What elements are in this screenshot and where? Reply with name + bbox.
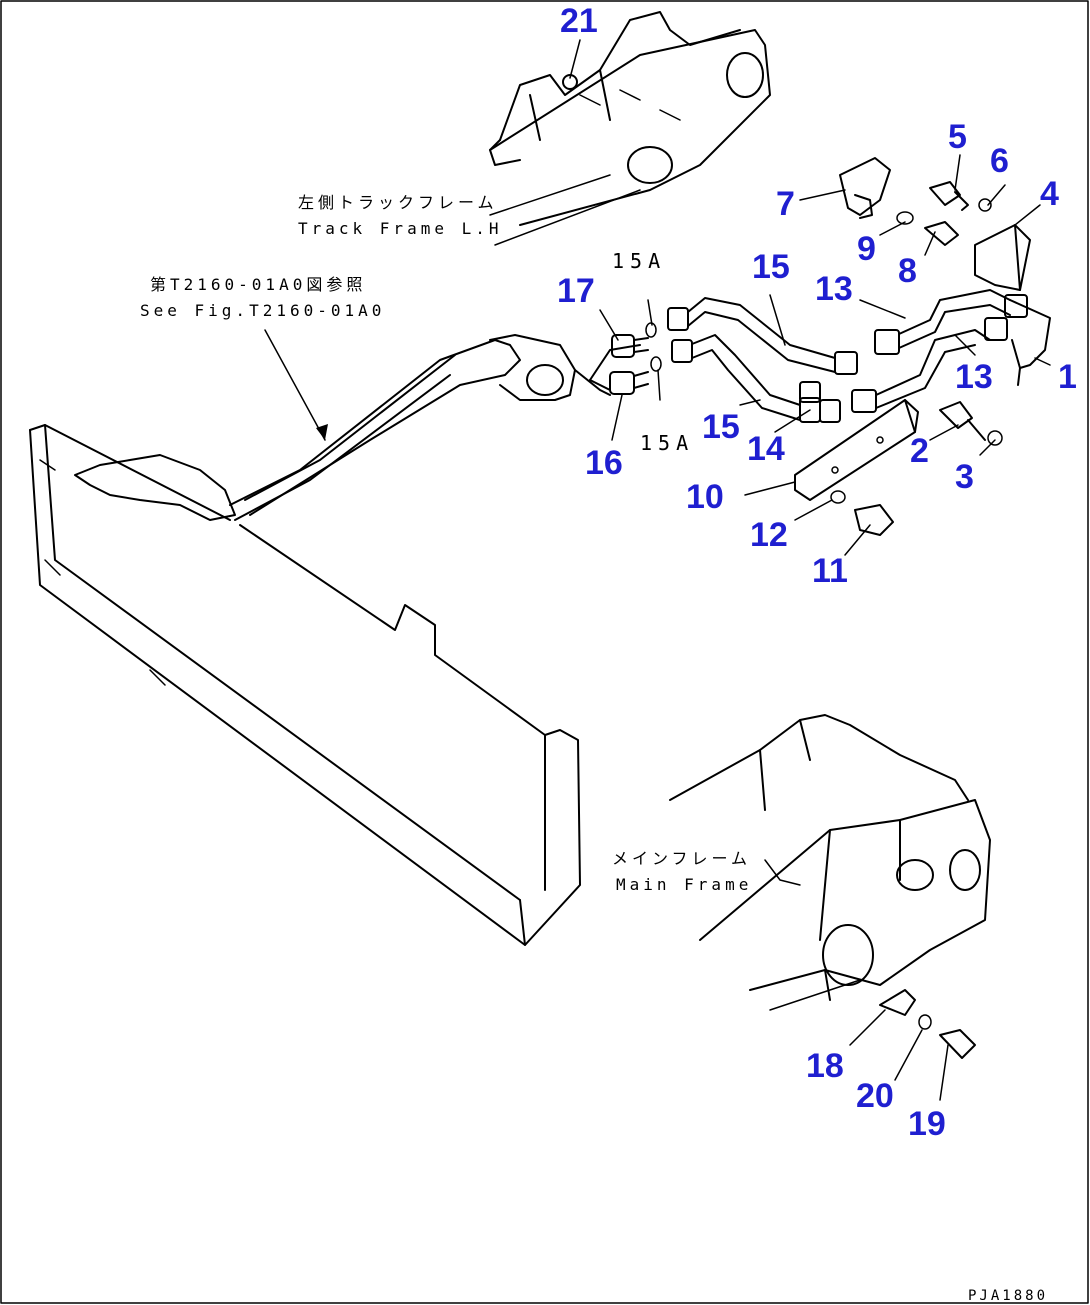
washer-3-drawing — [987, 430, 1003, 446]
plate-hole-1 — [831, 466, 839, 474]
callout-14: 14 — [747, 430, 785, 468]
main-frame-drawing — [669, 714, 991, 1011]
hose-assembly-drawing — [589, 289, 1051, 423]
bolt-5-drawing — [929, 181, 969, 211]
plate-18-drawing — [879, 989, 916, 1016]
callout-1: 1 — [1058, 358, 1077, 396]
callout-16: 16 — [585, 444, 623, 482]
callout-20: 20 — [856, 1077, 894, 1115]
callout-13-lower: 13 — [955, 358, 993, 396]
bolt-2-drawing — [939, 401, 986, 441]
plate-10-edge — [904, 399, 916, 433]
callout-13-upper: 13 — [815, 270, 853, 308]
callout-8: 8 — [898, 252, 917, 290]
subpart-15a-lower: 15A — [640, 431, 694, 455]
see-fig-leader — [264, 329, 326, 441]
clip-7-drawing — [839, 157, 891, 216]
bolt-11-drawing — [854, 504, 894, 536]
drawing-code: PJA1880 — [968, 1288, 1048, 1304]
blade-drawing — [29, 334, 611, 946]
subpart-15a-upper: 15A — [612, 249, 666, 273]
washer-6-drawing — [978, 198, 992, 212]
see-fig-arrow — [316, 424, 328, 440]
callout-10: 10 — [686, 478, 724, 516]
callout-21: 21 — [560, 2, 598, 40]
callout-11: 11 — [812, 552, 848, 590]
callout-2: 2 — [910, 432, 929, 470]
callout-17: 17 — [557, 272, 595, 310]
bolt-19-drawing — [939, 1029, 976, 1059]
callout-18: 18 — [806, 1047, 844, 1085]
callout-4: 4 — [1040, 175, 1059, 213]
track-frame-drawing — [489, 11, 771, 246]
callout-6: 6 — [990, 142, 1009, 180]
bracket-4-drawing — [974, 224, 1031, 291]
track-frame-label-jp: 左側トラックフレーム — [298, 193, 498, 212]
clip-7-detail — [854, 194, 873, 219]
main-frame-label-en: Main Frame — [616, 875, 752, 894]
track-frame-label-en: Track Frame L.H — [298, 219, 503, 238]
callout-12: 12 — [750, 516, 788, 554]
callout-3: 3 — [955, 458, 974, 496]
callout-7: 7 — [776, 185, 795, 223]
bolt-8-drawing — [924, 221, 959, 246]
main-frame-label-jp: メインフレーム — [612, 849, 751, 868]
leader-lines — [569, 39, 1051, 1101]
callout-9: 9 — [857, 230, 876, 268]
washer-9-drawing — [896, 211, 914, 225]
callout-15-lower: 15 — [702, 408, 740, 446]
washer-20-drawing — [918, 1014, 932, 1030]
washer-12-drawing — [830, 490, 846, 504]
bracket-4-edge — [1014, 224, 1021, 291]
plate-hole-2 — [876, 436, 884, 444]
callout-5: 5 — [948, 118, 967, 156]
see-fig-label-en: See Fig.T2160-01A0 — [140, 301, 385, 320]
plate-10-drawing — [794, 399, 919, 501]
see-fig-label-jp: 第T2160-01A0図参照 — [150, 275, 366, 294]
callout-19: 19 — [908, 1105, 946, 1143]
callout-15-upper: 15 — [752, 248, 790, 286]
